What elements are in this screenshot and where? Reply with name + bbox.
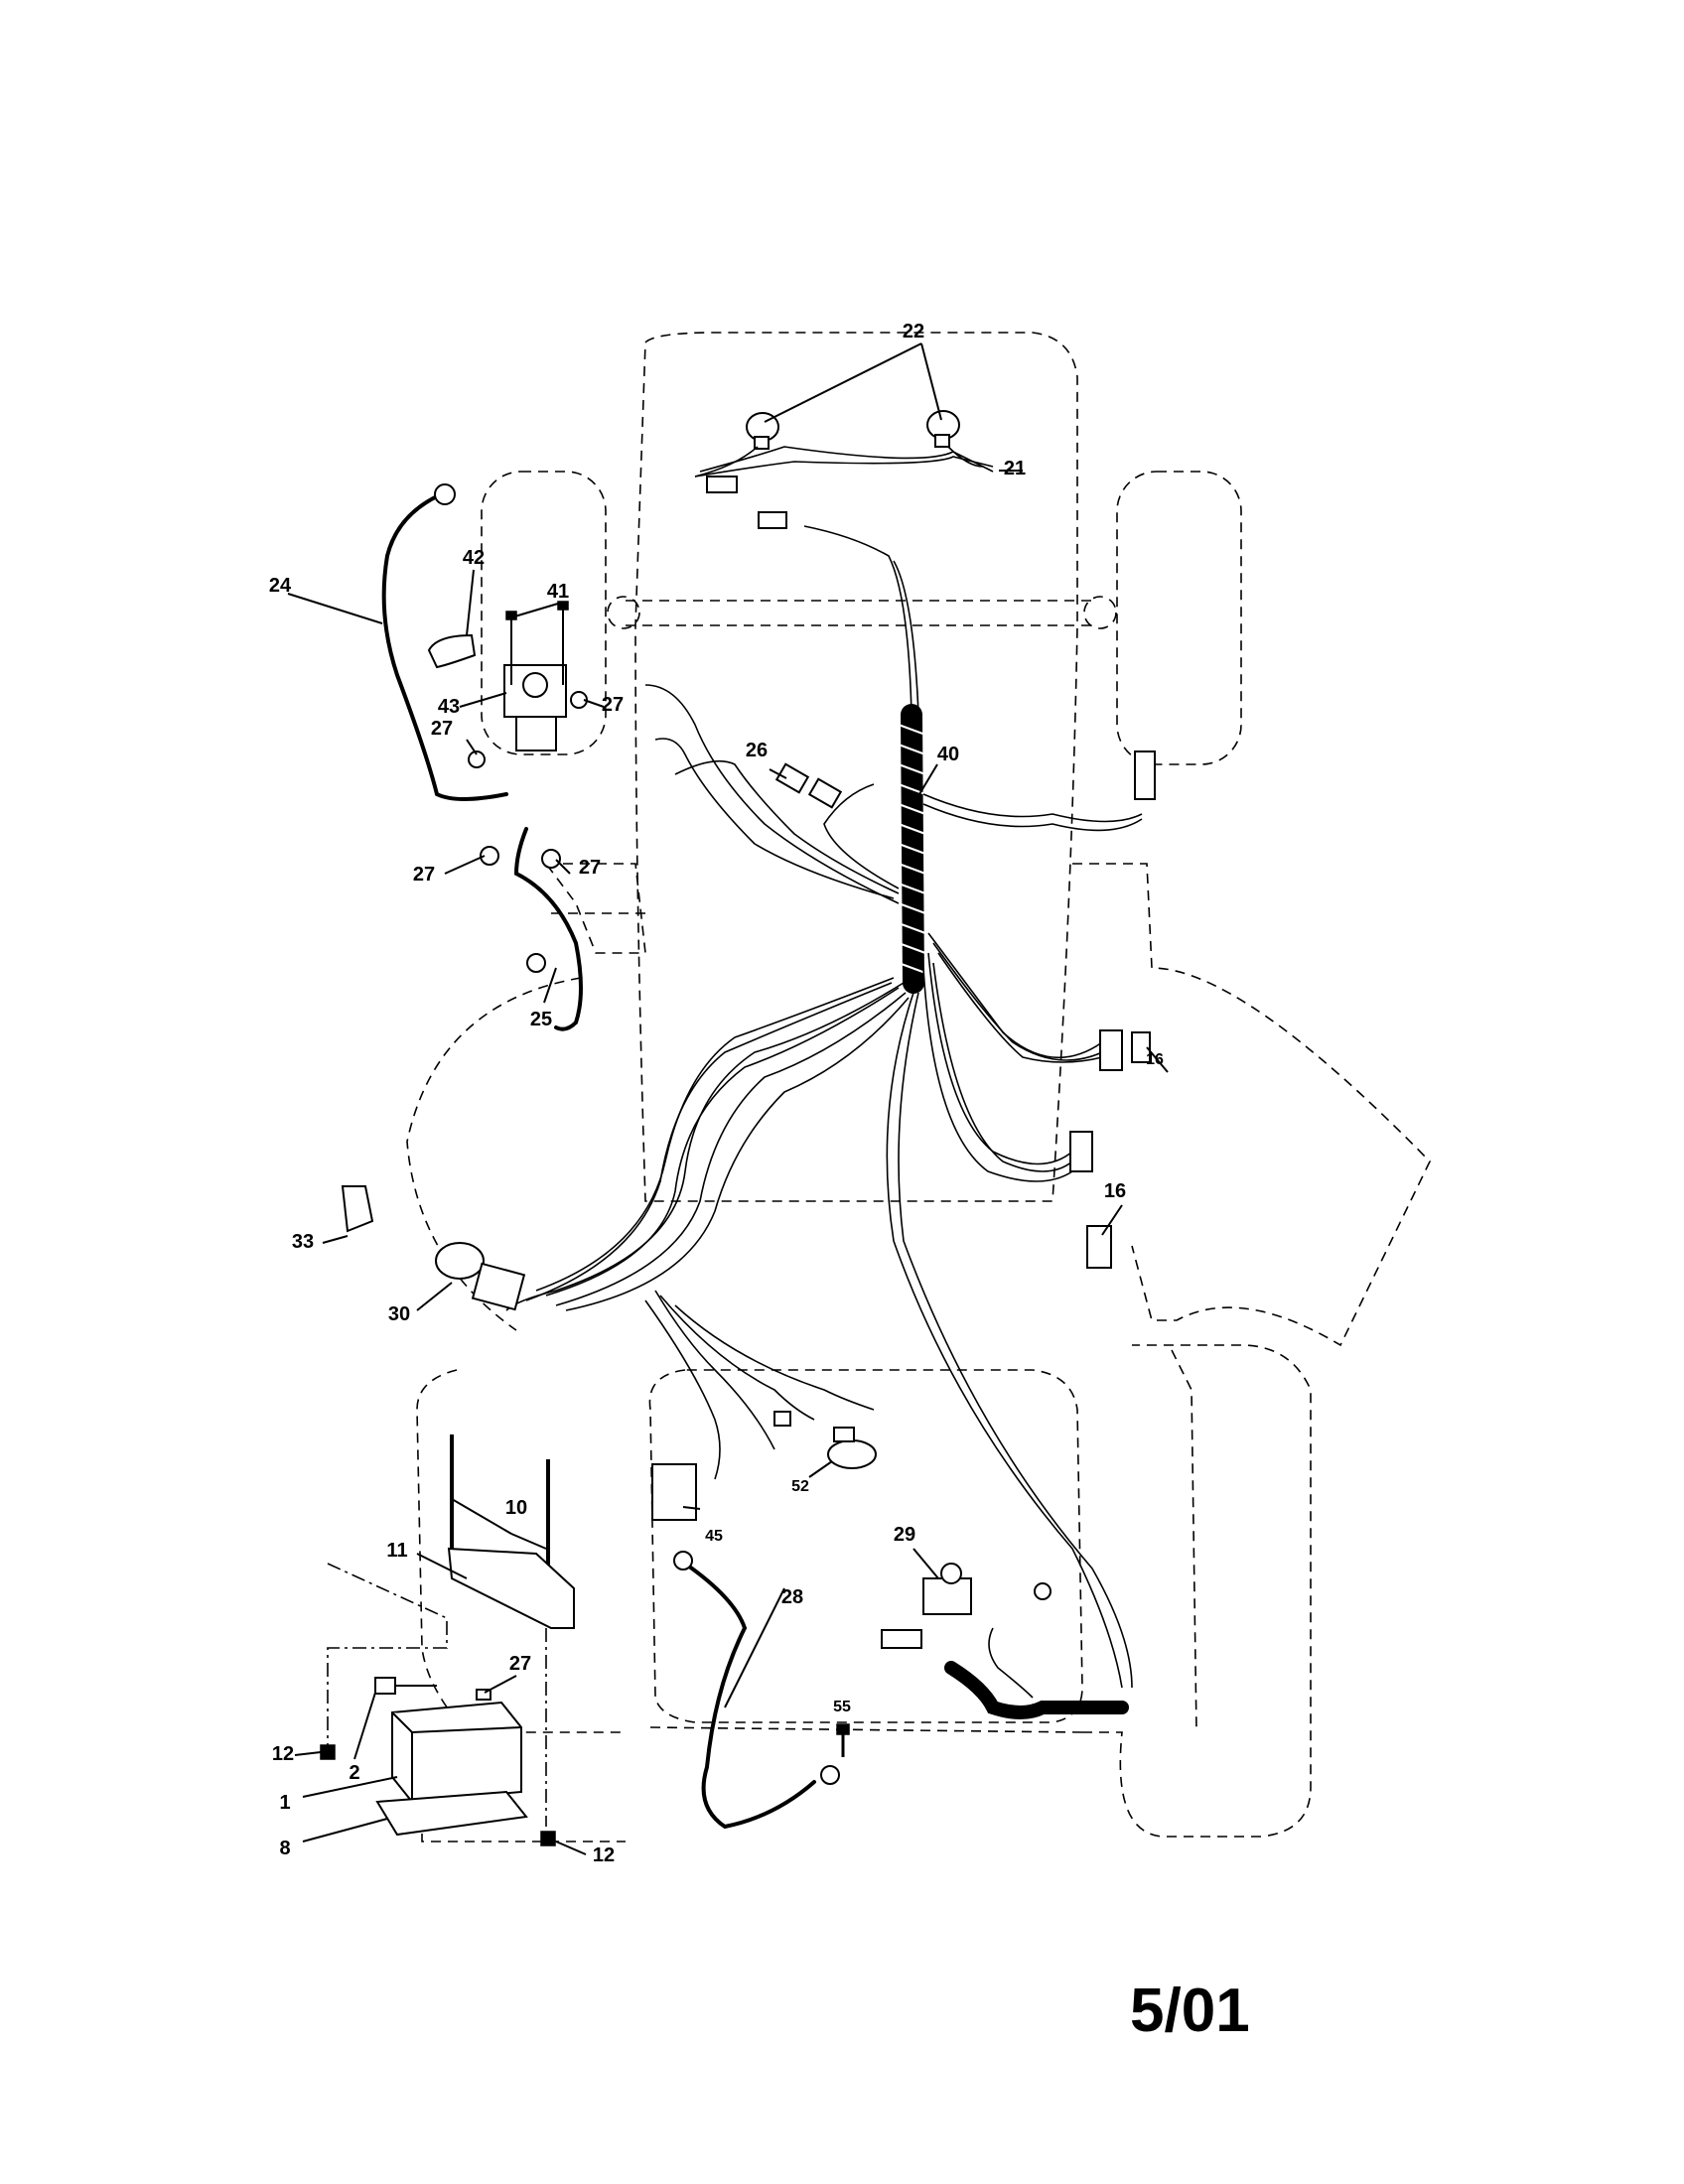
callout-55: 55 xyxy=(833,1699,851,1715)
nut-12-right xyxy=(540,1831,556,1846)
callout-10: 10 xyxy=(505,1497,527,1519)
main-wire-harness xyxy=(505,446,1143,1689)
solenoid-43 xyxy=(503,664,567,751)
callout-26: 26 xyxy=(746,740,768,761)
harness-connector-right xyxy=(1134,751,1156,800)
cable-28-ring-bottom xyxy=(820,1765,840,1785)
battery-1 xyxy=(391,1701,522,1804)
connector-52 xyxy=(827,1439,877,1469)
callout-28: 28 xyxy=(781,1586,803,1608)
callout-22: 22 xyxy=(903,321,924,342)
callout-33: 33 xyxy=(292,1231,314,1253)
callout-27-a: 27 xyxy=(431,718,453,740)
callout-29: 29 xyxy=(894,1524,915,1546)
headlight-connector-a xyxy=(706,476,738,493)
cable-24-ring xyxy=(434,483,456,505)
cable-25 xyxy=(513,827,583,1031)
callout-labels: 1 2 8 10 11 12 12 16 16 21 22 24 25 26 2… xyxy=(269,321,1164,1866)
callout-8: 8 xyxy=(279,1838,290,1859)
callout-1: 1 xyxy=(279,1792,290,1814)
callout-42: 42 xyxy=(463,547,485,569)
callout-27-e: 27 xyxy=(509,1653,531,1675)
callout-21: 21 xyxy=(1004,458,1026,479)
callout-2: 2 xyxy=(349,1762,359,1784)
holddown-centerline xyxy=(327,1563,448,1747)
callout-41: 41 xyxy=(547,581,569,603)
leader-lines xyxy=(287,342,1169,1855)
screw-55 xyxy=(836,1723,850,1757)
switch-29-lead xyxy=(988,1627,1034,1699)
ignition-switch-30 xyxy=(435,1242,526,1311)
nuts-27 xyxy=(468,691,588,869)
holddown-11 xyxy=(447,1547,575,1629)
tractor-frame-outline xyxy=(406,332,1431,1843)
clip-33 xyxy=(341,1185,374,1233)
callout-27-c: 27 xyxy=(413,864,435,886)
callout-11: 11 xyxy=(386,1540,407,1562)
headlight-harness-left xyxy=(694,446,759,478)
callout-16-lower: 16 xyxy=(1104,1180,1126,1202)
nut-27-battery xyxy=(476,1689,491,1701)
boot-42 xyxy=(427,633,477,669)
page-code: 5/01 xyxy=(1130,1977,1250,2045)
callout-25: 25 xyxy=(530,1009,552,1030)
fuse-26b xyxy=(807,777,843,809)
callout-27-b: 27 xyxy=(602,694,624,716)
screws-41 xyxy=(505,601,569,685)
headlight-connector-b xyxy=(758,511,787,529)
bolt-2 xyxy=(374,1677,437,1695)
headlight-right xyxy=(926,410,960,448)
module-45 xyxy=(651,1463,697,1521)
callout-12-left: 12 xyxy=(272,1743,294,1765)
connector-52-plug-a xyxy=(773,1411,791,1427)
callout-45: 45 xyxy=(705,1528,723,1545)
callout-16-upper: 16 xyxy=(1146,1051,1164,1068)
callout-30: 30 xyxy=(388,1303,410,1325)
switch-16-upper xyxy=(1099,1029,1151,1071)
fuse-26a xyxy=(774,762,810,794)
connector-52-plug-b xyxy=(833,1427,855,1442)
cable-25-ring xyxy=(526,953,546,973)
nut-12-left xyxy=(320,1744,336,1760)
switch-16-lower xyxy=(1069,1131,1112,1269)
switch-29 xyxy=(922,1563,972,1615)
callout-24: 24 xyxy=(269,575,292,597)
coiled-lead xyxy=(944,1661,1129,1719)
headlight-harness-right xyxy=(947,446,984,468)
callout-52: 52 xyxy=(791,1478,809,1495)
switch-29-ring xyxy=(1034,1582,1052,1600)
switch-29-plug xyxy=(881,1629,922,1649)
callout-43: 43 xyxy=(438,696,460,718)
battery-cable-24 xyxy=(381,494,508,801)
callout-27-d: 27 xyxy=(579,857,601,879)
cable-28-ring-top xyxy=(673,1551,693,1570)
battery-tray-8 xyxy=(375,1790,528,1837)
callout-12-right: 12 xyxy=(593,1844,615,1866)
callout-40: 40 xyxy=(937,744,959,765)
ground-cable-28 xyxy=(683,1562,816,1830)
